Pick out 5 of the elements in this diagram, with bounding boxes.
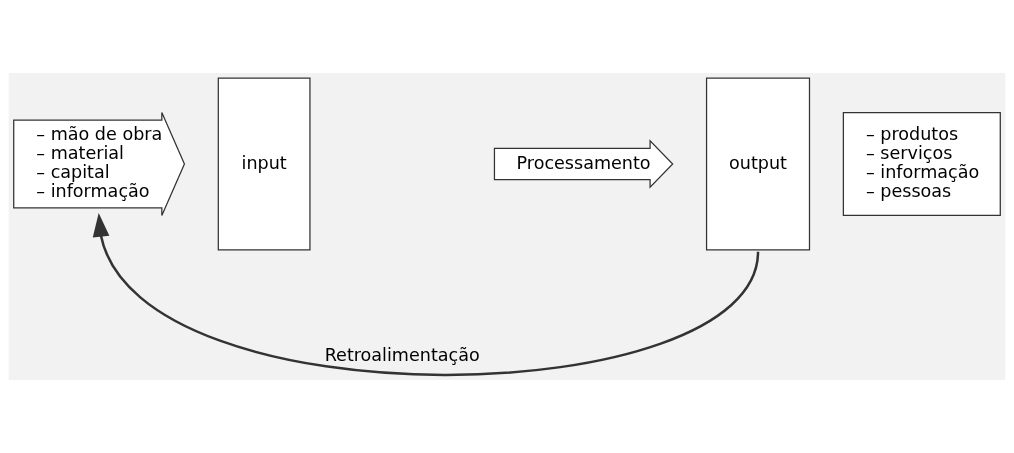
edge-label: Retroalimentação (324, 345, 480, 366)
node-box: – produtos – serviços – informação – pessoas (842, 111, 1001, 217)
node-box: output (705, 77, 811, 251)
arrow (92, 212, 760, 376)
node-box: input (217, 77, 311, 251)
